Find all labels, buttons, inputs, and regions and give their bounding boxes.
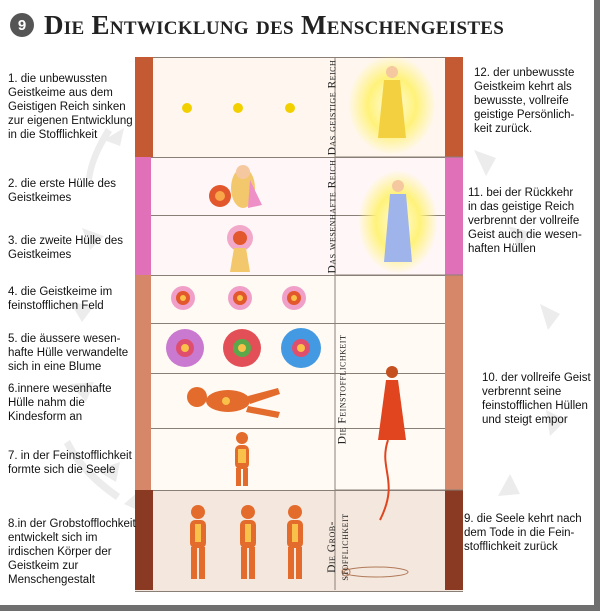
realm-label-gross-matter: Die Grob- stofflichkeit (326, 492, 354, 602)
down-arrow-2 (82, 228, 104, 250)
text-line: stofflichkeit zurück (464, 541, 558, 553)
germ-with-second-sheath-figure (227, 225, 253, 272)
band-step-7 (135, 428, 463, 491)
text-line: 12. der unbewusste (474, 67, 575, 79)
realm-label-essential: Das wesenhafte Reich (326, 159, 339, 274)
germ-dot (182, 103, 192, 113)
step-2-description: 2. die erste Hülle des Geistkeimes (8, 177, 143, 205)
down-arrow-1 (104, 128, 124, 146)
text-line: verbrennt der vollreife (468, 215, 580, 227)
text-line: in das geistige Reich (468, 201, 575, 213)
flower-purple (166, 329, 204, 367)
text-line: bewusste, vollreife (474, 95, 569, 107)
step-8-description: 8.in der Grobstofflochkeit entwickelt si… (8, 517, 148, 587)
text-line: Menschengestalt (8, 574, 95, 586)
radiant-spirit-figure (348, 55, 436, 155)
step-9-description: 9. die Seele kehrt nach dem Tode in die … (464, 512, 594, 554)
text-line: sich in eine Blume (8, 361, 102, 373)
text-line: Geistigen Reich sinken (8, 101, 126, 113)
text-line: geistige Persönlich- (474, 109, 575, 121)
text-line: formte sich die Seele (8, 464, 116, 476)
text-line: Geist auch die wesen- (468, 229, 582, 241)
step-number-badge: 9 (10, 13, 34, 37)
flower-blue (281, 328, 321, 368)
text-line: verbrennt seine (482, 386, 562, 398)
child-form-figure (187, 387, 280, 418)
down-arrow-3 (70, 302, 94, 322)
soul-figure (235, 432, 249, 486)
fine-matter-germ (282, 286, 306, 310)
text-line: 2. die erste Hülle des (8, 178, 117, 190)
text-line: 6.innere wesenhafte (8, 383, 112, 395)
up-arrow-5 (498, 474, 520, 496)
human-form-figure (240, 505, 256, 579)
text-line: dem Tode in die Fein- (464, 527, 575, 539)
realm-label-gross-matter-line2: stofflichkeit (339, 513, 351, 581)
germ-dot (233, 103, 243, 113)
text-line: hafte Hülle verwandelte (8, 347, 129, 359)
down-arrow-4 (70, 382, 94, 402)
text-line: feinstofflichen Feld (8, 300, 104, 312)
spirit-with-essential-sheath-figure (358, 170, 438, 274)
step-11-description: 11. bei der Rückkehr in das geistige Rei… (468, 186, 594, 256)
step-6-description: 6.innere wesenhafte Hülle nahm die Kinde… (8, 382, 143, 424)
text-line: haften Hüllen (468, 243, 536, 255)
text-line: 1. die unbewussten (8, 73, 108, 85)
text-line: 8.in der Grobstofflochkeit (8, 518, 136, 530)
step-4-description: 4. die Geistkeime im feinstofflichen Fel… (8, 285, 143, 313)
human-form-figure (287, 505, 303, 579)
text-line: Geistkeim kehrt als (474, 81, 572, 93)
text-line: keit zurück. (474, 123, 533, 135)
realm-label-fine-matter: Die Feinstofflichkeit (336, 334, 349, 445)
text-line: Geistkeime aus dem (8, 87, 113, 99)
up-arrow-2 (508, 226, 530, 250)
step-1-description: 1. die unbewussten Geistkeime aus dem Ge… (8, 72, 143, 142)
human-form-figure (190, 505, 206, 579)
text-line: 9. die Seele kehrt nach (464, 513, 582, 525)
text-line: feinstofflichen Hüllen (482, 400, 588, 412)
text-line: zur eigenen Entwicklung (8, 115, 133, 127)
text-line: 10. der vollreife Geist (482, 372, 591, 384)
flower-red (223, 329, 261, 367)
fine-matter-germ (171, 286, 195, 310)
departed-body-figure (341, 566, 409, 578)
up-arrow-4 (546, 410, 566, 436)
text-line: irdischen Körper der (8, 546, 112, 558)
up-arrow-3 (540, 304, 560, 330)
realm-label-gross-matter-line1: Die Grob- (326, 521, 338, 573)
step-3-description: 3. die zweite Hülle des Geistkeimes (8, 234, 143, 262)
up-arrow-1 (474, 150, 496, 176)
text-line: Geistkeimes (8, 249, 72, 261)
text-line: entwickelt sich im (8, 532, 98, 544)
text-line: 5. die äussere wesen- (8, 333, 121, 345)
page-title: Die Entwicklung des Menschengeistes (44, 9, 505, 40)
text-line: 11. bei der Rückkehr (468, 187, 574, 199)
text-line: 4. die Geistkeime im (8, 286, 113, 298)
step-12-description: 12. der unbewusste Geistkeim kehrt als b… (474, 66, 594, 136)
text-line: 3. die zweite Hülle des (8, 235, 124, 247)
text-line: in die Stofflichkeit (8, 129, 98, 141)
text-line: und steigt empor (482, 414, 568, 426)
down-arrow-5 (96, 462, 120, 482)
woman-holding-sphere-figure (209, 165, 262, 208)
header: 9 Die Entwicklung des Menschengeistes (10, 8, 504, 42)
germ-dot (285, 103, 295, 113)
step-10-description: 10. der vollreife Geist verbrennt seine … (482, 371, 594, 427)
text-line: Geistkeim zur (8, 560, 79, 572)
step-7-description: 7. in der Feinstofflichkeit formte sich … (8, 449, 153, 477)
step-5-description: 5. die äussere wesen- hafte Hülle verwan… (8, 332, 143, 374)
text-line: 7. in der Feinstofflichkeit (8, 450, 132, 462)
fine-matter-germ (228, 286, 252, 310)
text-line: Geistkeimes (8, 192, 72, 204)
text-line: Kindesform an (8, 411, 83, 423)
text-line: Hülle nahm die (8, 397, 85, 409)
rising-mature-spirit-figure (378, 366, 406, 521)
